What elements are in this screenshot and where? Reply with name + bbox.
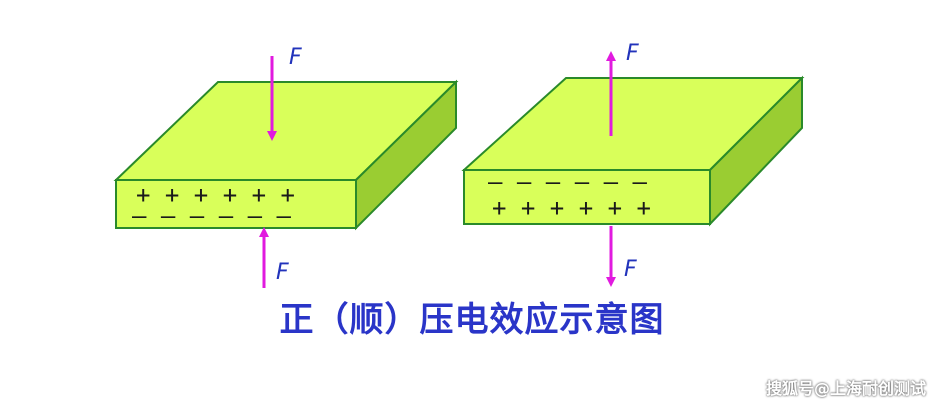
left-crystal-block: + + + + + + — — — — — — — [113, 79, 459, 231]
left-top-force-label: F — [289, 45, 302, 70]
right-positive-charges: + + + + + + — [492, 194, 651, 222]
right-crystal-block: — — — — — — + + + + + + — [461, 75, 805, 227]
right-top-force-label: F — [626, 41, 639, 66]
left-positive-charges: + + + + + + — [136, 181, 295, 209]
left-negative-charges: — — — — — — — [132, 202, 291, 230]
right-negative-charges: — — — — — — — [488, 168, 647, 196]
diagram-title: 正（顺）压电效应示意图 — [279, 300, 665, 340]
right-bottom-force-label: F — [624, 257, 637, 282]
right-block-front-face — [463, 169, 711, 225]
left-block-front-face — [115, 179, 357, 229]
watermark: 搜狐号@上海耐创测试 — [765, 379, 926, 398]
left-bottom-force-label: F — [276, 260, 289, 285]
